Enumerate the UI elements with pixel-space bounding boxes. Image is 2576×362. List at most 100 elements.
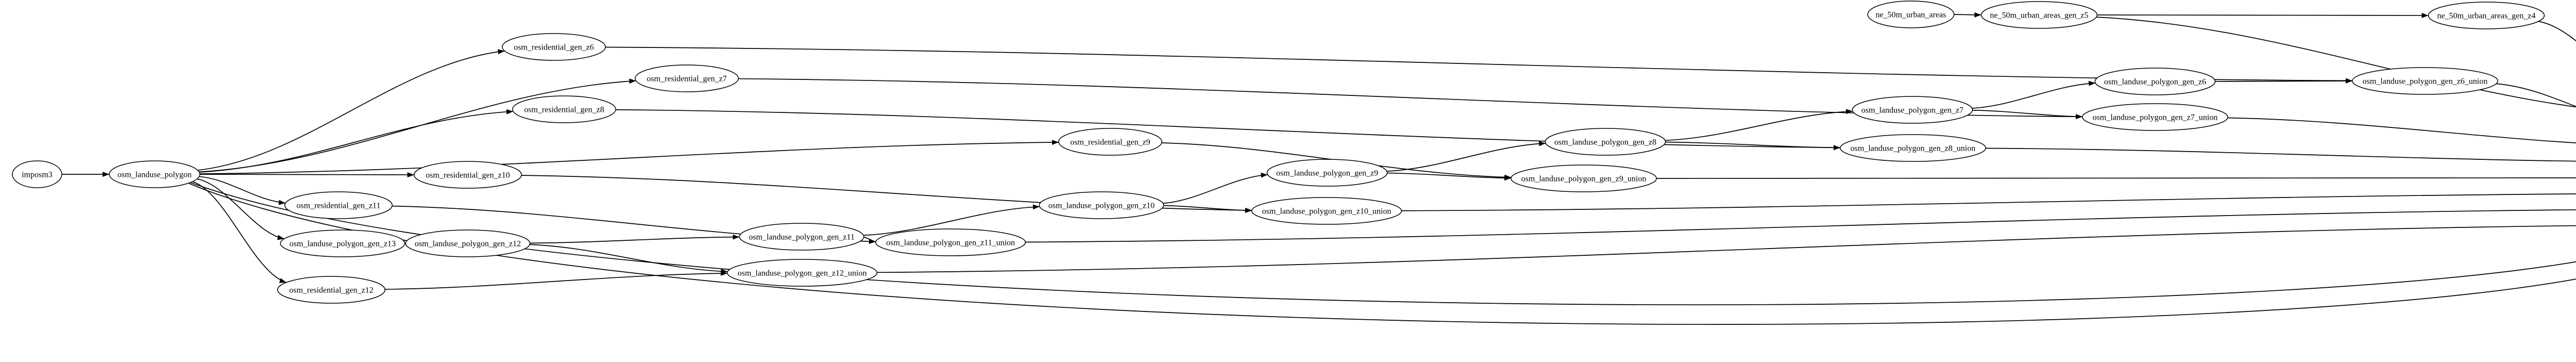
node-osm_landuse_polygon_gen_z10_union: osm_landuse_polygon_gen_z10_union xyxy=(1251,197,1402,225)
ne_50m_urban_areas-shape xyxy=(1867,1,1955,28)
osm_landuse_polygon_gen_z12_union-label: osm_landuse_polygon_gen_z12_union xyxy=(738,269,867,278)
edge-osm_landuse_polygon-to-layer_landuse-z13 xyxy=(190,182,2576,305)
edge-osm_landuse_polygon_gen_z12_union-to-layer_landuse-z12 xyxy=(877,225,2576,273)
node-osm_residential_gen_z8: osm_residential_gen_z8 xyxy=(512,95,616,123)
node-osm_landuse_polygon_gen_z13: osm_landuse_polygon_gen_z13 xyxy=(280,229,405,257)
edge-osm_landuse_polygon_gen_z7-to-osm_landuse_polygon_gen_z6 xyxy=(1972,80,2096,109)
node-osm_landuse_polygon: osm_landuse_polygon xyxy=(109,160,200,188)
node-osm_landuse_polygon_gen_z11: osm_landuse_polygon_gen_z11 xyxy=(739,223,865,251)
node-osm_residential_gen_z7: osm_residential_gen_z7 xyxy=(635,64,739,92)
node-osm_landuse_polygon_gen_z6: osm_landuse_polygon_gen_z6 xyxy=(2094,68,2216,95)
node-imposm3: imposm3 xyxy=(12,160,62,188)
edge-osm_landuse_polygon_gen_z10-to-osm_landuse_polygon_gen_z9 xyxy=(1163,172,1268,204)
imposm3-shape xyxy=(12,160,62,188)
osm_landuse_polygon_gen_z9_union-label: osm_landuse_polygon_gen_z9_union xyxy=(1521,175,1647,184)
osm_landuse_polygon_gen_z11-label: osm_landuse_polygon_gen_z11 xyxy=(749,233,855,242)
osm_landuse_polygon_gen_z12-label: osm_landuse_polygon_gen_z12 xyxy=(415,240,521,249)
osm_residential_gen_z11-shape xyxy=(284,191,393,219)
edge-osm_landuse_polygon_gen_z7_union-to-layer_landuse-z7 xyxy=(2227,117,2576,144)
osm_landuse_polygon_gen_z10-shape xyxy=(1039,191,1164,219)
ne_50m_urban_areas_gen_z5-label: ne_50m_urban_areas_gen_z5 xyxy=(1990,11,2088,20)
osm_landuse_polygon_gen_z10-label: osm_landuse_polygon_gen_z10 xyxy=(1048,202,1155,210)
edge-ne_50m_urban_areas-to-ne_50m_urban_areas_gen_z5 xyxy=(1954,12,1981,18)
edge-osm_landuse_polygon_gen_z10_union-to-layer_landuse-z10 xyxy=(1401,193,2576,211)
edge-osm_landuse_polygon_gen_z9-to-osm_landuse_polygon_gen_z8 xyxy=(1386,141,1546,172)
node-osm_residential_gen_z10: osm_residential_gen_z10 xyxy=(413,161,522,189)
edge-osm_landuse_polygon-to-osm_residential_gen_z8 xyxy=(199,109,514,173)
osm_landuse_polygon_gen_z13-label: osm_landuse_polygon_gen_z13 xyxy=(290,240,396,249)
edge-osm_landuse_polygon_gen_z8-to-osm_landuse_polygon_gen_z7 xyxy=(1665,109,1853,141)
edge-osm_landuse_polygon-to-osm_residential_gen_z6 xyxy=(197,49,505,171)
ne_50m_urban_areas_gen_z4-shape xyxy=(2428,2,2545,29)
node-ne_50m_urban_areas_gen_z5: ne_50m_urban_areas_gen_z5 xyxy=(1980,1,2098,29)
osm_landuse_polygon_gen_z8_union-shape xyxy=(1840,134,1986,162)
edge-osm_landuse_polygon_gen_z11_union-to-layer_landuse-z11 xyxy=(1025,209,2576,243)
node-osm_residential_gen_z6: osm_residential_gen_z6 xyxy=(502,33,606,61)
node-osm_landuse_polygon_gen_z12: osm_landuse_polygon_gen_z12 xyxy=(405,229,531,257)
node-osm_landuse_polygon_gen_z9_union: osm_landuse_polygon_gen_z9_union xyxy=(1511,164,1657,192)
osm_landuse_polygon_gen_z9-shape xyxy=(1266,159,1388,187)
osm_landuse_polygon_gen_z11_union-shape xyxy=(875,228,1026,256)
osm_residential_gen_z7-label: osm_residential_gen_z7 xyxy=(647,75,727,84)
node-osm_residential_gen_z11: osm_residential_gen_z11 xyxy=(284,191,393,219)
osm_landuse_polygon-label: osm_landuse_polygon xyxy=(117,171,192,179)
edge-osm_residential_gen_z6-to-osm_landuse_polygon_gen_z6_union xyxy=(605,46,2352,84)
node-osm_landuse_polygon_gen_z10: osm_landuse_polygon_gen_z10 xyxy=(1039,191,1164,219)
osm_landuse_polygon_gen_z12-shape xyxy=(405,229,531,257)
node-osm_residential_gen_z12: osm_residential_gen_z12 xyxy=(277,276,386,304)
node-osm_landuse_polygon_gen_z11_union: osm_landuse_polygon_gen_z11_union xyxy=(875,228,1026,256)
edge-osm_landuse_polygon_gen_z8_union-to-layer_landuse-z8 xyxy=(1986,147,2576,162)
node-osm_landuse_polygon_gen_z6_union: osm_landuse_polygon_gen_z6_union xyxy=(2352,67,2498,95)
osm_landuse_polygon_gen_z6_union-label: osm_landuse_polygon_gen_z6_union xyxy=(2363,77,2488,86)
osm_landuse_polygon_gen_z7_union-shape xyxy=(2082,103,2228,131)
edge-ne_50m_urban_areas_gen_z4-to-layer_landuse-z4 xyxy=(2538,21,2576,42)
edge-osm_landuse_polygon-to-osm_residential_gen_z9 xyxy=(199,140,1059,174)
osm_landuse_polygon_gen_z8-label: osm_landuse_polygon_gen_z8 xyxy=(1554,138,1656,147)
osm_residential_gen_z12-shape xyxy=(277,276,386,304)
node-ne_50m_urban_areas_gen_z4: ne_50m_urban_areas_gen_z4 xyxy=(2428,2,2545,29)
osm_landuse_polygon_gen_z7-label: osm_landuse_polygon_gen_z7 xyxy=(1861,106,1963,115)
osm_residential_gen_z9-shape xyxy=(1058,128,1162,156)
edge-osm_residential_gen_z12-to-osm_landuse_polygon_gen_z12_union xyxy=(385,271,727,290)
osm_residential_gen_z12-label: osm_residential_gen_z12 xyxy=(289,286,374,295)
osm_residential_gen_z6-shape xyxy=(502,33,606,61)
osm_residential_gen_z9-label: osm_residential_gen_z9 xyxy=(1070,138,1150,147)
edge-osm_landuse_polygon-to-osm_residential_gen_z11 xyxy=(199,176,286,205)
node-osm_landuse_polygon_gen_z7_union: osm_landuse_polygon_gen_z7_union xyxy=(2082,103,2228,131)
osm_landuse_polygon_gen_z7-shape xyxy=(1852,96,1973,124)
node-ne_50m_urban_areas: ne_50m_urban_areas xyxy=(1867,1,1955,28)
node-osm_landuse_polygon_gen_z7: osm_landuse_polygon_gen_z7 xyxy=(1852,96,1973,124)
osm_landuse_polygon_gen_z8-shape xyxy=(1545,128,1666,156)
edge-osm_landuse_polygon_gen_z12-to-osm_landuse_polygon_gen_z11 xyxy=(530,234,740,244)
edge-osm_landuse_polygon_gen_z11-to-osm_landuse_polygon_gen_z10 xyxy=(863,204,1040,236)
osm_landuse_polygon_gen_z7_union-label: osm_landuse_polygon_gen_z7_union xyxy=(2093,113,2218,122)
osm_landuse_polygon_gen_z10_union-label: osm_landuse_polygon_gen_z10_union xyxy=(1262,207,1392,216)
osm_landuse_polygon-shape xyxy=(109,160,200,188)
osm_residential_gen_z10-shape xyxy=(413,161,522,189)
edge-osm_landuse_polygon_gen_z12-to-osm_landuse_polygon_gen_z12_union xyxy=(530,244,728,274)
osm_landuse_polygon_gen_z6-shape xyxy=(2094,68,2216,95)
osm_landuse_polygon_gen_z8_union-label: osm_landuse_polygon_gen_z8_union xyxy=(1851,144,1976,153)
osm_landuse_polygon_gen_z10_union-shape xyxy=(1251,197,1402,225)
edge-osm_landuse_polygon-to-osm_residential_gen_z12 xyxy=(192,181,286,283)
osm_landuse_polygon_gen_z13-shape xyxy=(280,229,405,257)
osm_residential_gen_z7-shape xyxy=(635,64,739,92)
osm_landuse_polygon_gen_z9-label: osm_landuse_polygon_gen_z9 xyxy=(1276,169,1378,178)
edge-osm_landuse_polygon-to-osm_residential_gen_z10 xyxy=(199,172,414,177)
osm_residential_gen_z8-shape xyxy=(512,95,616,123)
edge-osm_landuse_polygon-to-osm_landuse_polygon_gen_z13 xyxy=(197,178,284,240)
osm_residential_gen_z8-label: osm_residential_gen_z8 xyxy=(524,106,604,114)
osm_landuse_polygon_gen_z6-label: osm_landuse_polygon_gen_z6 xyxy=(2104,78,2206,87)
osm_landuse_polygon_gen_z12_union-shape xyxy=(726,259,878,287)
node-osm_landuse_polygon_gen_z8: osm_landuse_polygon_gen_z8 xyxy=(1545,128,1666,156)
node-osm_landuse_polygon_gen_z12_union: osm_landuse_polygon_gen_z12_union xyxy=(726,259,878,287)
edge-osm_landuse_polygon_gen_z6_union-to-layer_landuse-z6 xyxy=(2496,83,2576,107)
osm_residential_gen_z6-label: osm_residential_gen_z6 xyxy=(514,43,594,52)
osm_residential_gen_z10-label: osm_residential_gen_z10 xyxy=(426,171,510,180)
osm_residential_gen_z11-label: osm_residential_gen_z11 xyxy=(297,202,381,210)
edge-osm_landuse_polygon_gen_z9-to-osm_landuse_polygon_gen_z9_union xyxy=(1387,172,1511,181)
osm_landuse_polygon_gen_z11_union-label: osm_landuse_polygon_gen_z11_union xyxy=(886,239,1015,248)
node-osm_residential_gen_z9: osm_residential_gen_z9 xyxy=(1058,128,1162,156)
